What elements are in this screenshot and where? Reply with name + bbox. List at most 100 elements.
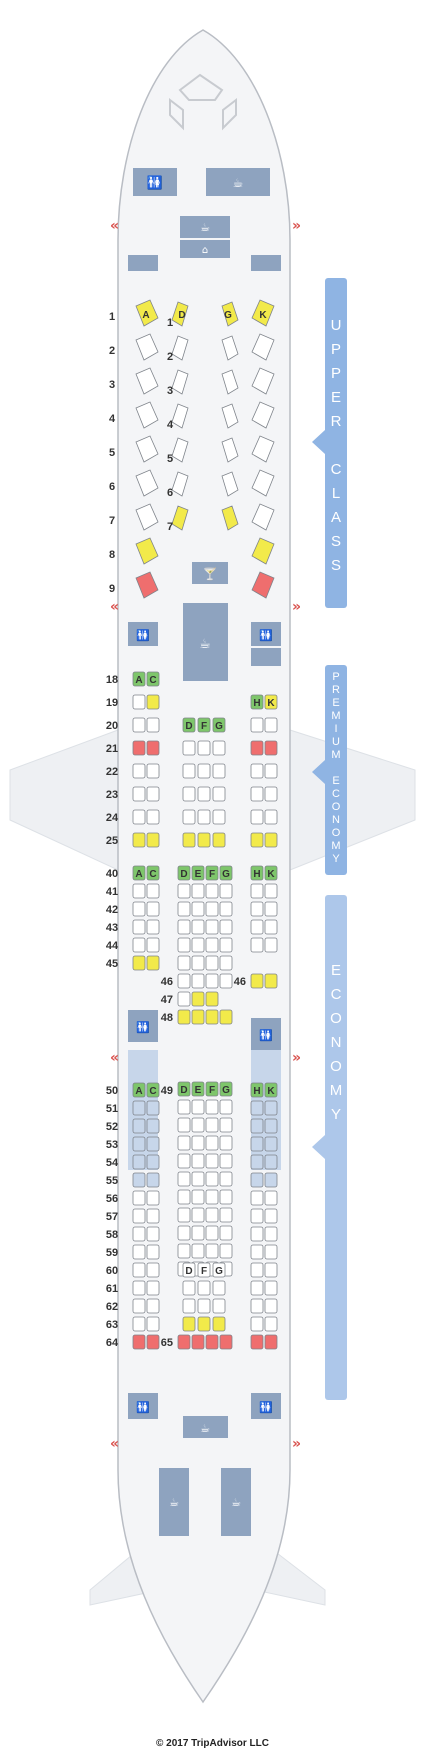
upper-seat-center-d[interactable]	[171, 505, 189, 531]
premium-seat[interactable]	[250, 786, 264, 802]
economy-seat-center[interactable]: F	[197, 1262, 211, 1278]
economy-seat-center[interactable]	[219, 1225, 233, 1241]
economy-seat[interactable]	[146, 1118, 160, 1134]
economy-seat[interactable]	[132, 1118, 146, 1134]
premium-seat[interactable]	[264, 740, 278, 756]
upper-seat-center-d[interactable]	[171, 335, 189, 361]
economy-seat[interactable]	[264, 1226, 278, 1242]
upper-seat-center-g[interactable]	[221, 335, 239, 361]
economy-seat-center[interactable]	[177, 1117, 191, 1133]
upper-seat-left[interactable]	[135, 537, 159, 565]
economy-seat-center[interactable]	[182, 1280, 196, 1296]
upper-seat-center-d[interactable]: D	[171, 301, 189, 327]
economy-seat-center[interactable]	[191, 1099, 205, 1115]
premium-seat[interactable]	[146, 832, 160, 848]
economy-seat-center[interactable]	[219, 919, 233, 935]
economy-seat[interactable]	[250, 1262, 264, 1278]
premium-seat-center[interactable]: D	[182, 717, 196, 733]
economy-seat-center[interactable]	[205, 1207, 219, 1223]
economy-seat[interactable]	[250, 1154, 264, 1170]
premium-seat[interactable]: A	[132, 671, 146, 687]
premium-seat[interactable]	[146, 786, 160, 802]
economy-seat[interactable]: H	[250, 865, 264, 881]
premium-seat[interactable]	[132, 694, 146, 710]
economy-seat[interactable]	[146, 1226, 160, 1242]
upper-seat-center-d[interactable]	[171, 369, 189, 395]
premium-seat[interactable]	[146, 740, 160, 756]
economy-seat-center[interactable]	[219, 1135, 233, 1151]
economy-seat-center[interactable]	[219, 901, 233, 917]
economy-seat-center[interactable]	[205, 1334, 219, 1350]
economy-seat-center[interactable]	[182, 1316, 196, 1332]
economy-seat-center[interactable]	[197, 1316, 211, 1332]
premium-seat-center[interactable]	[182, 786, 196, 802]
economy-seat-center[interactable]	[177, 1171, 191, 1187]
economy-seat-center[interactable]	[219, 883, 233, 899]
economy-seat-center[interactable]	[219, 1153, 233, 1169]
economy-seat[interactable]	[250, 937, 264, 953]
economy-seat-center[interactable]	[191, 919, 205, 935]
economy-seat-center[interactable]	[177, 901, 191, 917]
premium-seat[interactable]: H	[250, 694, 264, 710]
premium-seat[interactable]	[264, 832, 278, 848]
economy-seat[interactable]: H	[250, 1082, 264, 1098]
premium-seat[interactable]	[132, 809, 146, 825]
economy-seat[interactable]	[146, 1316, 160, 1332]
economy-seat-center[interactable]	[177, 1099, 191, 1115]
economy-seat-center[interactable]	[205, 1153, 219, 1169]
economy-seat[interactable]	[264, 1154, 278, 1170]
economy-seat[interactable]	[250, 1316, 264, 1332]
economy-seat-center[interactable]	[177, 973, 191, 989]
premium-seat-center[interactable]	[182, 832, 196, 848]
economy-seat-center[interactable]	[219, 1207, 233, 1223]
economy-seat-center[interactable]	[177, 991, 191, 1007]
economy-seat[interactable]	[146, 1154, 160, 1170]
economy-seat[interactable]	[132, 955, 146, 971]
economy-seat-center[interactable]	[177, 919, 191, 935]
economy-seat-center[interactable]	[205, 1135, 219, 1151]
economy-seat[interactable]	[250, 1244, 264, 1260]
economy-seat-center[interactable]	[197, 1280, 211, 1296]
upper-seat-center-d[interactable]	[171, 403, 189, 429]
premium-seat[interactable]	[264, 717, 278, 733]
upper-seat-right[interactable]	[251, 401, 275, 429]
upper-seat-right[interactable]	[251, 367, 275, 395]
economy-seat[interactable]	[250, 1118, 264, 1134]
economy-seat[interactable]	[146, 1298, 160, 1314]
premium-seat-center[interactable]: G	[212, 717, 226, 733]
economy-seat-center[interactable]: D	[182, 1262, 196, 1278]
premium-seat-center[interactable]	[212, 809, 226, 825]
economy-seat-center[interactable]	[177, 1153, 191, 1169]
upper-seat-right[interactable]	[251, 469, 275, 497]
upper-seat-left[interactable]	[135, 401, 159, 429]
premium-seat-center[interactable]	[212, 740, 226, 756]
premium-seat[interactable]	[250, 763, 264, 779]
economy-seat-center[interactable]	[205, 1243, 219, 1259]
economy-seat-center[interactable]	[212, 1316, 226, 1332]
economy-seat-center[interactable]	[205, 1189, 219, 1205]
premium-seat[interactable]	[250, 809, 264, 825]
upper-seat-center-g[interactable]: G	[221, 301, 239, 327]
premium-seat[interactable]	[264, 763, 278, 779]
economy-seat-center[interactable]	[177, 1225, 191, 1241]
economy-seat-center[interactable]	[219, 1099, 233, 1115]
economy-seat-center[interactable]: G	[212, 1262, 226, 1278]
premium-seat[interactable]	[146, 694, 160, 710]
economy-seat[interactable]	[146, 1244, 160, 1260]
economy-seat[interactable]: C	[146, 865, 160, 881]
premium-seat-center[interactable]	[197, 809, 211, 825]
economy-seat[interactable]	[146, 1100, 160, 1116]
economy-seat[interactable]	[146, 1172, 160, 1188]
premium-seat[interactable]	[264, 809, 278, 825]
premium-seat-center[interactable]	[212, 786, 226, 802]
economy-seat[interactable]	[264, 919, 278, 935]
economy-seat-center[interactable]	[191, 1207, 205, 1223]
economy-seat[interactable]	[264, 1316, 278, 1332]
economy-seat-center[interactable]	[205, 1225, 219, 1241]
economy-seat-center[interactable]	[191, 1117, 205, 1133]
economy-seat[interactable]	[264, 1100, 278, 1116]
premium-seat-center[interactable]	[197, 763, 211, 779]
economy-seat-center[interactable]	[191, 1334, 205, 1350]
economy-seat[interactable]	[132, 883, 146, 899]
economy-seat[interactable]	[250, 973, 264, 989]
